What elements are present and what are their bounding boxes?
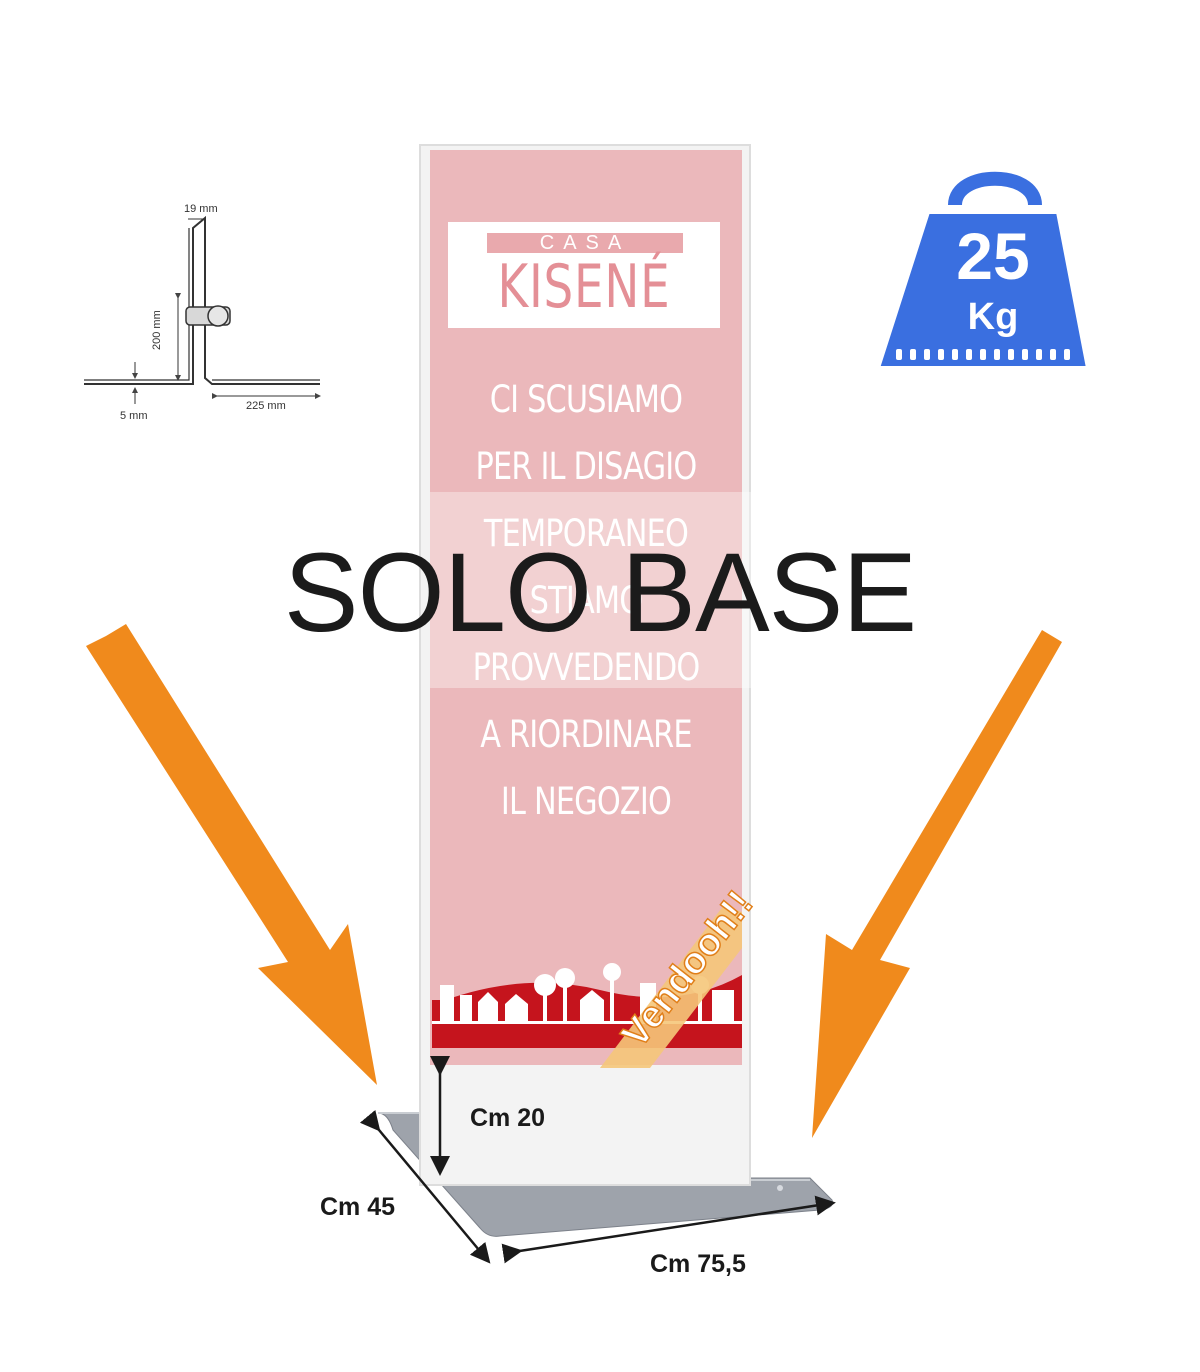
height-dimension-label: Cm 20 [470,1104,546,1132]
panel-message: CI SCUSIAMO PER IL DISAGIO TEMPORANEO ST… [430,378,742,848]
brand-top: CASA [539,232,631,254]
technical-drawing [84,215,321,404]
dimension-lines [359,1056,836,1264]
message-line: PROVVEDENDO [472,646,701,689]
headline: SOLO BASE [283,530,917,655]
tech-base-thickness-label: 5 mm [120,410,148,422]
depth-dimension-label: Cm 45 [320,1193,396,1221]
orange-arrows [86,624,1062,1138]
message-line: PER IL DISAGIO [475,445,698,488]
weight-badge [875,171,1091,370]
message-line: CI SCUSIAMO [489,378,683,421]
brand-name: KISENÉ [497,252,671,322]
weight-unit: Kg [967,296,1019,338]
tech-height-label: 200 mm [151,310,163,350]
message-line: STIAMO [529,579,643,622]
tech-thickness-label: 19 mm [184,203,218,215]
sign-panel: Vendooh!! [419,144,762,1186]
tech-base-length-label: 225 mm [246,400,286,412]
message-line: TEMPORANEO [483,512,689,555]
message-line: A RIORDINARE [480,713,692,756]
width-dimension-label: Cm 75,5 [650,1250,746,1278]
weight-value: 25 [956,219,1030,293]
message-line: IL NEGOZIO [500,780,672,823]
